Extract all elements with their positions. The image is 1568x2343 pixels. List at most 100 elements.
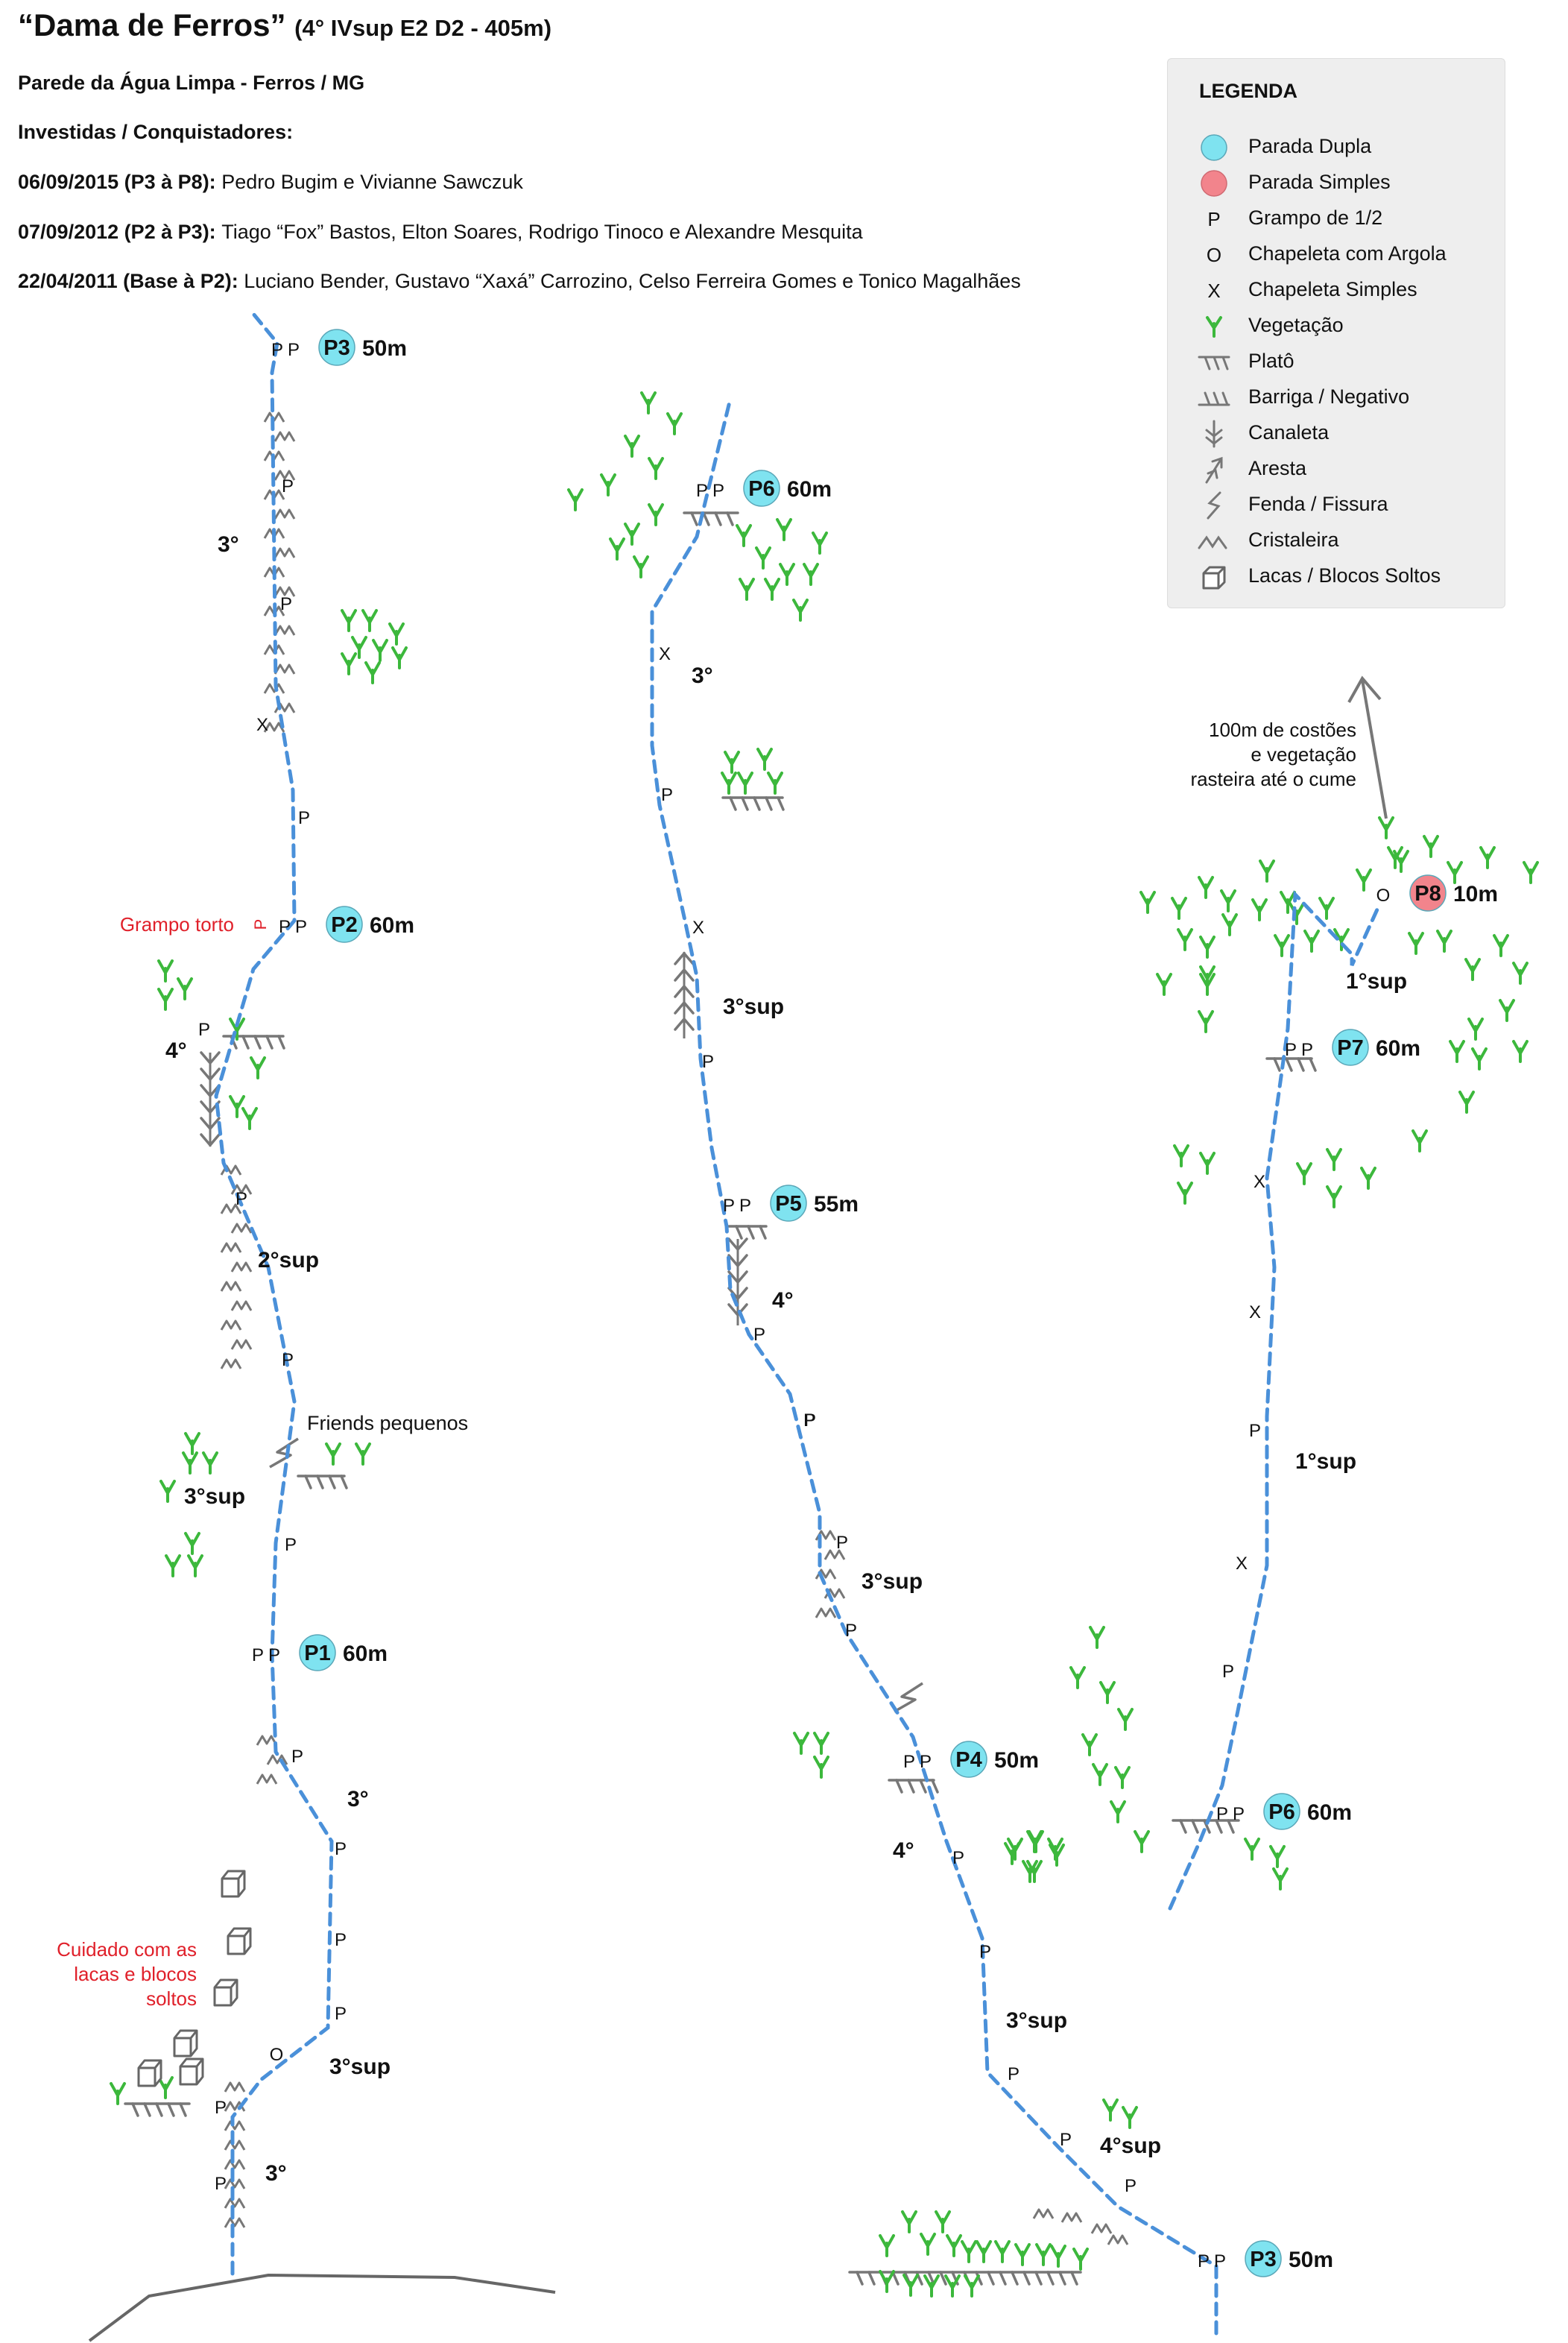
vegetation-icon (1022, 1860, 1038, 1883)
vegetation-icon (648, 503, 664, 526)
vegetation-icon (372, 639, 388, 662)
bolt-marker: P (1222, 1662, 1234, 1682)
vegetation-icon (1026, 1860, 1043, 1883)
route-left-column (214, 307, 334, 2276)
vegetation-icon (187, 1554, 203, 1577)
vegetation-stem (1220, 889, 1236, 912)
groove-icon (200, 1133, 221, 1147)
bolt-marker: P (1216, 1804, 1228, 1824)
hanger-marker: X (1249, 1302, 1261, 1322)
bolt-marker: P (803, 1410, 815, 1431)
ledge-icon (1265, 1057, 1317, 1072)
grade-label: 1°sup (1295, 1449, 1356, 1474)
vegetation-icon (736, 524, 752, 547)
vegetation-icon (935, 2210, 951, 2233)
ledge-tick (1227, 1819, 1235, 1834)
vegetation-stem (1464, 958, 1481, 981)
vegetation-icon (1221, 913, 1238, 936)
ascent-3: 22/04/2011 (Base à P2): Luciano Bender, … (18, 270, 1021, 293)
vegetation-icon (1177, 928, 1193, 951)
vegetation-stem (1493, 934, 1509, 957)
bolt-marker: P (282, 1350, 294, 1370)
vegetation-stem (1436, 930, 1452, 953)
vegetation-icon (184, 1432, 200, 1455)
vegetation-stem (229, 1095, 245, 1118)
grade-label: 3°sup (329, 2055, 391, 2079)
groove-icon (1195, 418, 1233, 450)
vegetation-icon (779, 563, 795, 586)
vegetation-icon (1436, 930, 1452, 953)
block-edges (222, 1870, 246, 1896)
vegetation-stem (1199, 973, 1215, 996)
vegetation-icon (640, 391, 657, 414)
vegetation-icon (756, 748, 773, 771)
groove-icon (727, 1303, 748, 1317)
vegetation-stem (372, 639, 388, 662)
vegetation-icon (624, 435, 640, 458)
bolt-marker: P (723, 1196, 735, 1216)
vegetation-stem (1393, 850, 1409, 873)
vegetation-stem (1099, 1681, 1116, 1704)
loose-block-icon (179, 2057, 204, 2086)
overhang-icon (1195, 382, 1233, 414)
vegetation-icon (666, 412, 683, 435)
ledge-tick (1309, 1057, 1317, 1072)
vegetation-stem (1449, 1040, 1465, 1063)
vegetation-stem (1139, 891, 1156, 914)
vegetation-icon (177, 977, 193, 1000)
vegetation-stem (902, 2274, 919, 2297)
legend-label: Lacas / Blocos Soltos (1248, 564, 1441, 587)
vegetation-icon (1122, 2106, 1138, 2129)
vegetation-icon (739, 578, 755, 601)
vegetation-stem (1110, 1800, 1126, 1823)
pitch-length: 60m (343, 1642, 388, 1666)
bolt-marker: P (198, 1020, 210, 1040)
vegetation-icon (879, 2234, 895, 2257)
ledge-icon (1172, 1819, 1240, 1834)
vegetation-icon (1102, 2098, 1119, 2122)
vegetation-stem (1199, 936, 1215, 959)
grade-label: 4°sup (1100, 2134, 1161, 2158)
bolt-marker: P (1249, 1421, 1261, 1441)
vegetation-icon (1512, 962, 1529, 985)
vegetation-stem (1114, 1766, 1131, 1789)
bolt-marker: P (235, 1189, 247, 1209)
vegetation-icon (793, 1732, 809, 1755)
vegetation-stem (600, 473, 616, 496)
ledge-tick (155, 2102, 163, 2117)
vegetation-stem (1251, 898, 1268, 921)
crystal-icon (224, 2139, 246, 2151)
vegetation-stem (1198, 1010, 1214, 1033)
arete-icon (1195, 454, 1233, 485)
crystal-icon (230, 1339, 253, 1350)
vegetation-stem (1259, 860, 1275, 883)
ledge-tick (179, 2102, 187, 2117)
vegetation-stem (1479, 846, 1496, 869)
bolt-marker: P (1233, 1804, 1245, 1824)
ledge-tick (316, 1475, 324, 1489)
bolt-marker: P (335, 1839, 347, 1859)
vegetation-stem (666, 412, 683, 435)
grade-label: 2°sup (258, 1248, 319, 1273)
crystal-icon (274, 470, 296, 481)
summit-note: rasteira até o cume (1190, 768, 1356, 790)
crystal-icon (256, 1773, 278, 1785)
vegetation-stem (793, 1732, 809, 1755)
vegetation-icon (1099, 1681, 1116, 1704)
vegetation-stem (182, 1451, 198, 1475)
vegetation-icon (724, 751, 740, 774)
grade-label: 3° (347, 1787, 369, 1811)
station-id: P6 (748, 477, 774, 501)
ledge-tick (999, 2271, 1007, 2286)
crystal-icon (815, 1607, 837, 1618)
ledge-tick (729, 796, 737, 811)
vegetation-stem (325, 1442, 341, 1466)
ledge-tick (1273, 1057, 1281, 1072)
vegetation-stem (157, 959, 174, 983)
ledge-tick (907, 1779, 915, 1794)
vegetation-icon (813, 1756, 829, 1779)
ledge-tick (277, 1035, 285, 1050)
